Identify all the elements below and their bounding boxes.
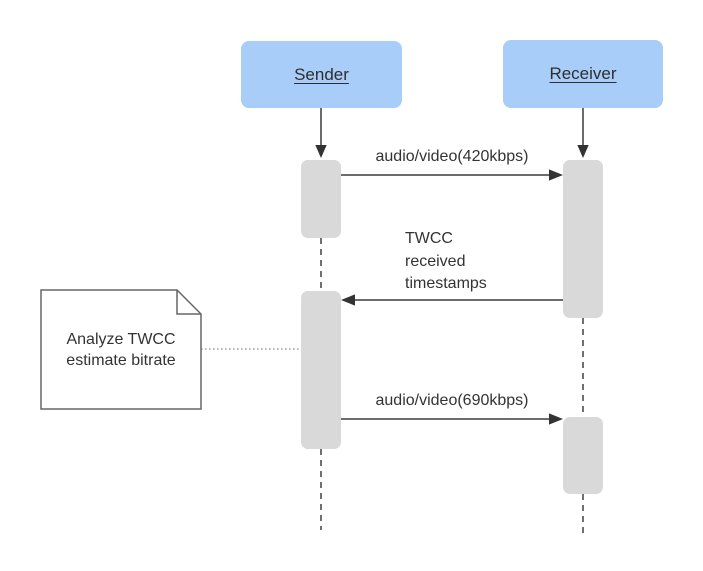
message-3-label: audio/video(690kbps) xyxy=(375,392,529,409)
actor-sender-label: Sender xyxy=(294,64,349,84)
message-2-label: TWCC received timestamps xyxy=(405,228,565,296)
message-1-label: audio/video(420kbps) xyxy=(375,148,529,165)
activation-sender-1 xyxy=(301,160,341,238)
note-fold-icon xyxy=(176,290,201,315)
message-3-arrowhead-icon xyxy=(549,413,563,425)
message-1-arrowhead-icon xyxy=(549,169,563,181)
note-shape xyxy=(40,289,202,410)
activation-receiver-1 xyxy=(563,160,603,318)
message-2-label-line-2: received xyxy=(405,252,466,270)
note-text-line-1: Analyze TWCC xyxy=(66,330,176,348)
actor-sender-box: Sender xyxy=(241,41,402,108)
note-text-line-2: estimate bitrate xyxy=(66,351,176,369)
actor-receiver-label: Receiver xyxy=(549,64,617,83)
activation-sender-2 xyxy=(301,291,341,449)
message-2-label-line-3: timestamps xyxy=(405,275,487,292)
actor-receiver-box: Receiver xyxy=(503,40,663,108)
message-2-arrowhead-icon xyxy=(341,294,355,306)
activation-receiver-2 xyxy=(563,417,603,494)
receiver-head-arrowhead-icon xyxy=(577,145,589,158)
sender-head-arrowhead-icon xyxy=(315,145,327,158)
note-text: Analyze TWCC estimate bitrate xyxy=(41,290,201,409)
message-2-label-line-1: TWCC xyxy=(405,230,453,247)
